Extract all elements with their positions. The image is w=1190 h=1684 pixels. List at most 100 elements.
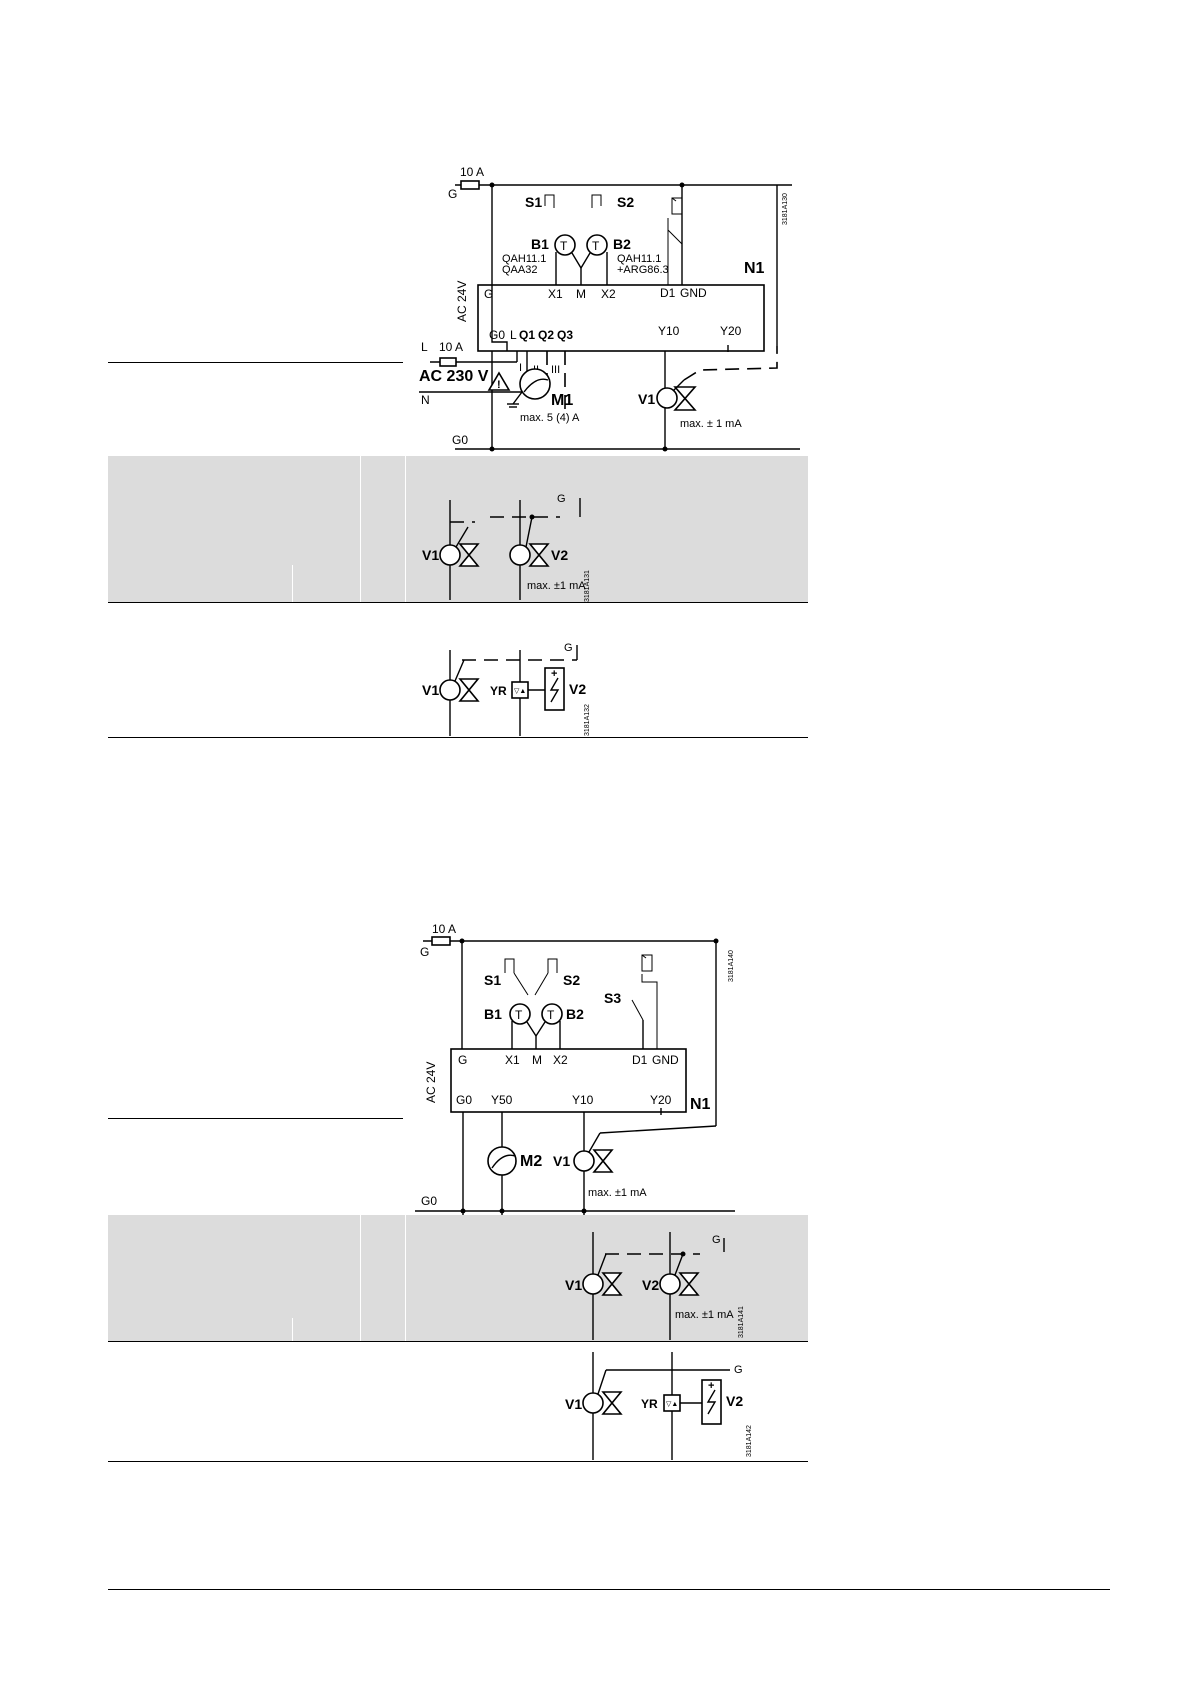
g0-label: G0 [452, 433, 468, 447]
yr-label: YR [490, 684, 507, 698]
supply-voltage-label: AC 24V [455, 281, 469, 322]
m2-label: M2 [520, 1153, 542, 1170]
table-rule [108, 1341, 808, 1342]
b2-type: QAH11.1 [617, 253, 661, 265]
b2-label: B2 [613, 236, 631, 252]
column-divider [292, 1318, 293, 1341]
sensor-b1: T [554, 234, 576, 256]
s1-label: S1 [525, 194, 542, 210]
terminal-gnd: GND [652, 1053, 679, 1067]
terminal-y50: Y50 [491, 1093, 513, 1107]
column-divider [292, 565, 293, 602]
v1-label: V1 [638, 391, 655, 407]
mains-voltage-label: AC 230 V [419, 368, 489, 385]
power-regulator-yr: ▽▲ [511, 681, 529, 699]
valve-v1 [582, 1369, 623, 1415]
diagram-code: 3181A142 [746, 1425, 753, 1457]
table-rule [108, 737, 808, 738]
fuse-rating: 10 A [460, 165, 484, 179]
terminal-q3: Q3 [557, 328, 573, 342]
terminal-x2: X2 [553, 1053, 568, 1067]
electric-heater-v2: + [701, 1379, 722, 1425]
electric-heater-v2: + [544, 667, 565, 711]
fuse-symbol [431, 936, 451, 946]
b1-type: QAA32 [502, 264, 537, 276]
sensor-b2: T [541, 1003, 563, 1025]
option-2b-diagram: G V1 ▽▲ YR + V2 3181A142 [565, 1352, 753, 1460]
mains-l-label: L [421, 340, 428, 354]
controller-n1 [477, 284, 765, 352]
supply-g-label: G [420, 945, 429, 959]
diagram-code: 3181A131 [584, 570, 591, 602]
supply-g-label: G [448, 187, 457, 201]
controller-n1 [450, 1048, 687, 1113]
valve-v1 [656, 379, 697, 411]
m1-label: M1 [551, 392, 573, 409]
v1-label: V1 [565, 1396, 582, 1412]
column-divider [360, 456, 361, 602]
terminal-d1: D1 [660, 286, 676, 300]
g0-label: G0 [421, 1194, 437, 1208]
fuse-symbol [460, 180, 480, 190]
sensor-b1: T [509, 1003, 531, 1025]
mains-fuse-rating: 10 A [439, 340, 463, 354]
terminal-y20: Y20 [650, 1093, 672, 1107]
table-rule [108, 1118, 403, 1119]
terminal-g: G [484, 287, 493, 301]
g-label: G [564, 642, 573, 654]
option-1a-diagram: G V1 V2 max. ±1 mA 3181A131 [422, 493, 591, 602]
s3-label: S3 [604, 990, 621, 1006]
b2-label: B2 [566, 1006, 584, 1022]
column-divider [360, 1215, 361, 1341]
pump-m2 [487, 1146, 517, 1176]
terminal-g: G [458, 1053, 467, 1067]
g-label: G [557, 493, 566, 505]
b1-type: QAH11.1 [502, 253, 546, 265]
b1-label: B1 [531, 236, 549, 252]
terminal-l: L [510, 328, 517, 342]
v2-rating: max. ±1 mA [527, 580, 586, 592]
terminal-q2: Q2 [538, 328, 554, 342]
terminal-d1: D1 [632, 1053, 648, 1067]
v2-rating: max. ±1 mA [675, 1309, 734, 1321]
svg-text:T: T [592, 239, 600, 253]
v1-label: V1 [422, 547, 439, 563]
n1-label: N1 [744, 260, 765, 277]
diagram-code: 3181A130 [782, 193, 789, 225]
fuse-rating: 10 A [432, 922, 456, 936]
g-label: G [712, 1234, 721, 1246]
terminal-x1: X1 [548, 287, 563, 301]
v1-rating: max. ±1 mA [588, 1187, 647, 1199]
window-contact-icon [641, 954, 653, 972]
speed-3-label: III [551, 364, 560, 376]
b2-type: +ARG86.3 [617, 264, 669, 276]
terminal-x1: X1 [505, 1053, 520, 1067]
valve-v1 [439, 659, 480, 702]
s2-label: S2 [617, 194, 634, 210]
svg-text:▽▲: ▽▲ [666, 1401, 678, 1408]
wiring-diagram-1: 10 A G 3181A130 S1 S2 T T B1 B2 QAH11.1 [419, 165, 800, 452]
svg-text:T: T [547, 1008, 555, 1022]
diagram-code: 3181A141 [738, 1306, 745, 1338]
mains-n-label: N [421, 393, 430, 407]
v2-label: V2 [569, 681, 586, 697]
valve-v2 [659, 1253, 700, 1296]
valve-v1 [582, 1253, 623, 1296]
v1-label: V1 [565, 1277, 582, 1293]
v2-label: V2 [726, 1393, 743, 1409]
terminal-g0: G0 [489, 328, 505, 342]
sensor-b2: T [586, 234, 608, 256]
warning-icon: ! [487, 371, 511, 391]
table-rule [108, 1461, 808, 1462]
table-band-option1a [108, 456, 808, 602]
svg-text:+: + [551, 668, 557, 680]
v1-label: V1 [553, 1153, 570, 1169]
valve-v1 [439, 526, 480, 567]
column-divider [405, 456, 406, 602]
fan-motor-m1 [507, 368, 551, 408]
terminal-x2: X2 [601, 287, 616, 301]
table-rule [108, 362, 403, 363]
valve-v1 [573, 1132, 614, 1173]
window-contact-icon [671, 197, 683, 215]
